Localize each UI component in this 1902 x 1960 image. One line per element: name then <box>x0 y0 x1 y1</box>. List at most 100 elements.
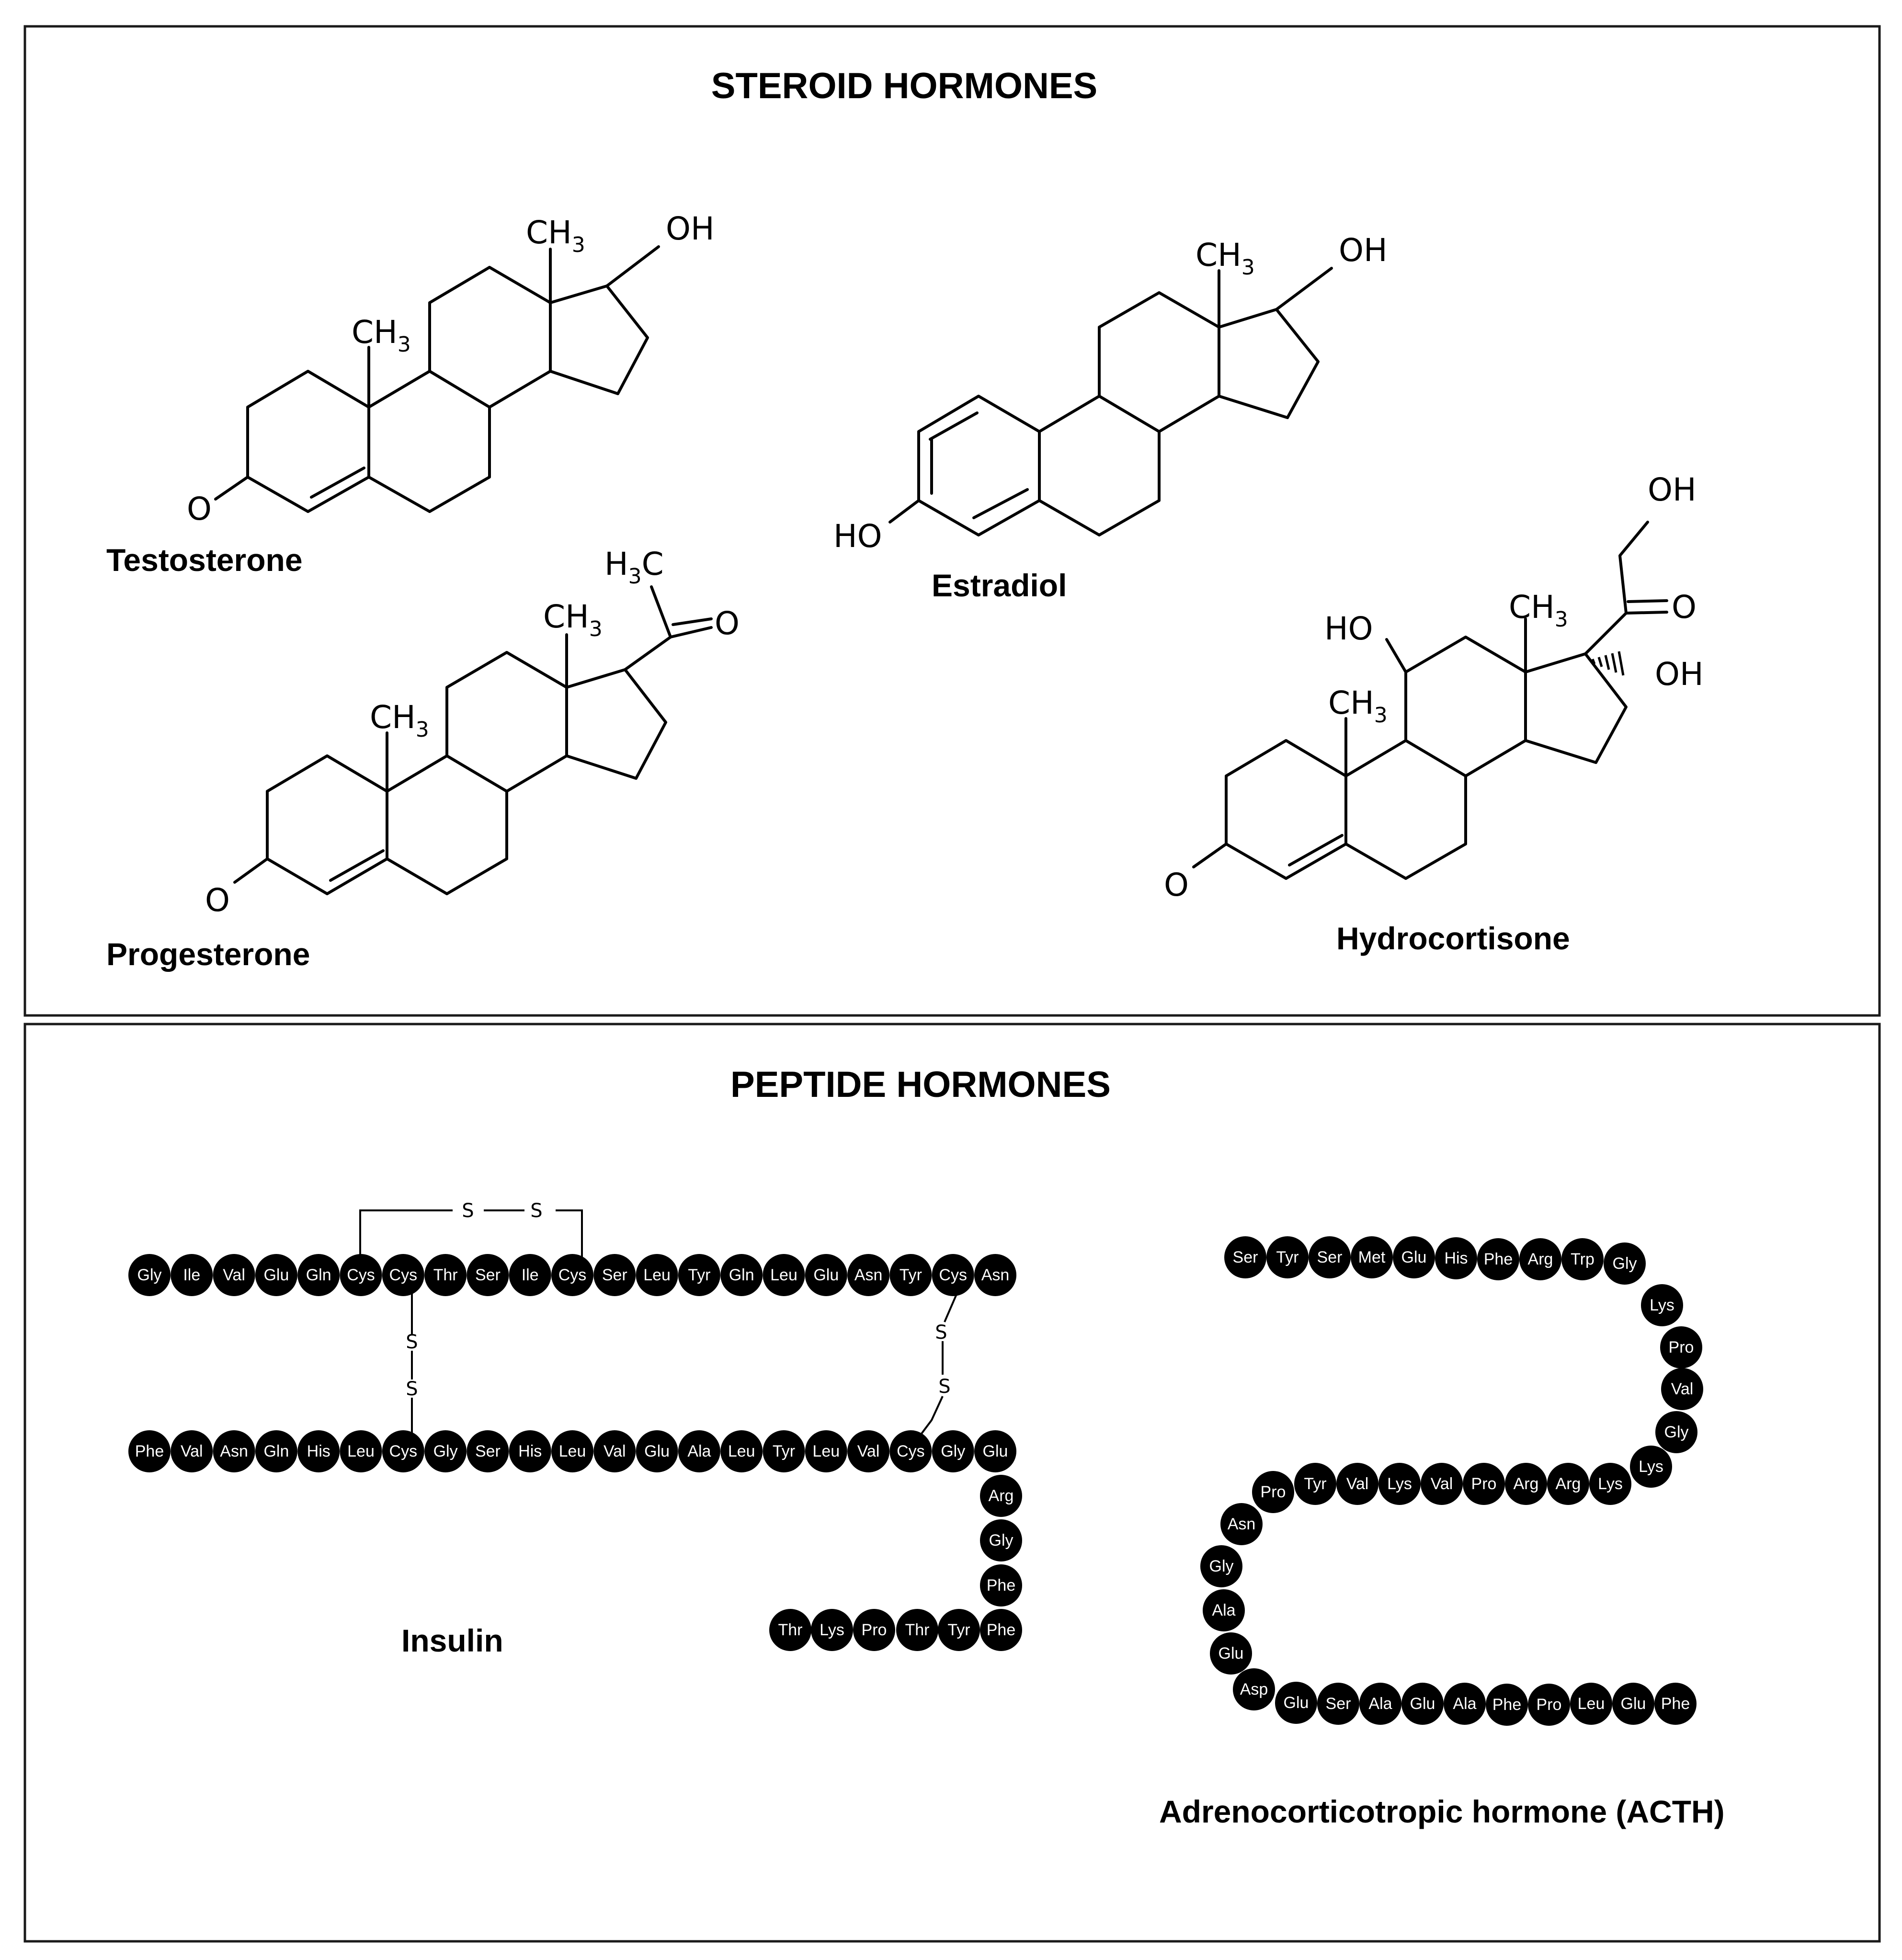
progesterone-ketone-oxygen: O <box>205 882 230 919</box>
amino-acid-residue: Met <box>1351 1236 1393 1278</box>
disulfide-sulfur: S <box>462 1200 474 1222</box>
amino-acid-residue: Val <box>171 1430 213 1472</box>
disulfide-sulfur: S <box>530 1200 542 1222</box>
amino-acid-residue: His <box>1435 1237 1477 1279</box>
residue-label: Val <box>857 1442 880 1460</box>
steroid-panel-frame <box>23 25 1881 1017</box>
residue-label: Thr <box>778 1621 803 1639</box>
amino-acid-residue: Glu <box>1393 1236 1435 1278</box>
residue-label: Gly <box>137 1266 162 1284</box>
hydrocortisone-hydroxyl-11: HO <box>1324 610 1373 647</box>
residue-label: Glu <box>263 1266 289 1284</box>
steroid-panel-title: STEROID HORMONES <box>711 66 1098 106</box>
residue-label: Gln <box>729 1266 754 1284</box>
residue-label: Ala <box>687 1442 711 1460</box>
residue-label: Leu <box>347 1442 375 1460</box>
amino-acid-residue: Trp <box>1561 1238 1604 1280</box>
amino-acid-residue: Phe <box>1477 1238 1519 1280</box>
residue-label: Tyr <box>1276 1248 1298 1266</box>
amino-acid-residue: Leu <box>636 1254 678 1296</box>
residue-label: Pro <box>862 1621 887 1639</box>
residue-label: Phe <box>1492 1696 1522 1714</box>
disulfide-sulfur: S <box>406 1378 418 1400</box>
amino-acid-residue: Lys <box>1589 1463 1631 1505</box>
disulfide-sulfur: S <box>935 1322 947 1344</box>
amino-acid-residue: Phe <box>980 1564 1022 1607</box>
residue-label: Asp <box>1240 1680 1268 1698</box>
hydrocortisone-hydroxyl-top: OH <box>1648 471 1697 508</box>
testosterone-hydroxyl: OH <box>666 210 715 247</box>
hydrocortisone-ch3-lower: CH3 <box>1328 684 1388 728</box>
amino-acid-residue: Gln <box>255 1430 297 1472</box>
residue-label: Val <box>181 1442 203 1460</box>
amino-acid-residue: Ala <box>1359 1683 1401 1725</box>
residue-label: Lys <box>1639 1458 1663 1476</box>
residue-label: Arg <box>1514 1475 1539 1493</box>
amino-acid-residue: Leu <box>1570 1683 1612 1725</box>
amino-acid-residue: Leu <box>805 1430 847 1472</box>
amino-acid-residue: Phe <box>1654 1683 1697 1725</box>
amino-acid-residue: Gly <box>424 1430 467 1472</box>
amino-acid-residue: Arg <box>1505 1463 1547 1505</box>
amino-acid-residue: Glu <box>1210 1632 1252 1675</box>
amino-acid-residue: Ser <box>1309 1236 1351 1278</box>
residue-label: Cys <box>347 1266 375 1284</box>
residue-label: Leu <box>559 1442 586 1460</box>
peptide-panel-title: PEPTIDE HORMONES <box>730 1064 1111 1105</box>
amino-acid-residue: Cys <box>889 1430 932 1472</box>
residue-label: His <box>1444 1249 1468 1267</box>
amino-acid-residue: Lys <box>1641 1284 1683 1326</box>
residue-label: Lys <box>1387 1475 1412 1493</box>
amino-acid-residue: Tyr <box>1294 1463 1336 1505</box>
amino-acid-residue: Glu <box>636 1430 678 1472</box>
amino-acid-residue: Val <box>593 1430 636 1472</box>
amino-acid-residue: Lys <box>1378 1463 1421 1505</box>
acth-label: Adrenocorticotropic hormone (ACTH) <box>1159 1794 1725 1829</box>
residue-label: Pro <box>1471 1475 1497 1493</box>
residue-label: Lys <box>1650 1296 1674 1314</box>
amino-acid-residue: Cys <box>382 1430 424 1472</box>
disulfide-sulfur: S <box>406 1331 418 1353</box>
residue-label: Glu <box>983 1442 1008 1460</box>
residue-label: Asn <box>220 1442 248 1460</box>
amino-acid-residue: Ile <box>509 1254 551 1296</box>
residue-label: Glu <box>1219 1644 1244 1663</box>
hydrocortisone-ketone-oxygen: O <box>1164 866 1189 903</box>
amino-acid-residue: Pro <box>1660 1326 1702 1368</box>
residue-label: Asn <box>981 1266 1010 1284</box>
amino-acid-residue: Asn <box>847 1254 890 1296</box>
residue-label: Ser <box>475 1442 501 1460</box>
residue-label: Ser <box>475 1266 501 1284</box>
estradiol-label: Estradiol <box>932 568 1067 603</box>
estradiol-ch3: CH3 <box>1196 237 1255 280</box>
residue-label: His <box>518 1442 542 1460</box>
steroid-panel: STEROID HORMONES CH3 CH3 OH O Testostero… <box>23 25 1881 1017</box>
residue-label: Gly <box>1664 1423 1689 1441</box>
residue-label: Phe <box>1484 1250 1513 1268</box>
amino-acid-residue: Gly <box>1604 1242 1646 1285</box>
peptide-panel-frame <box>23 1023 1881 1943</box>
amino-acid-residue: Ser <box>467 1430 509 1472</box>
residue-label: Val <box>604 1442 626 1460</box>
residue-label: Glu <box>1621 1695 1646 1713</box>
amino-acid-residue: Glu <box>1612 1683 1654 1725</box>
residue-label: Arg <box>989 1487 1014 1505</box>
amino-acid-residue: Gln <box>297 1254 340 1296</box>
amino-acid-residue: Cys <box>340 1254 382 1296</box>
amino-acid-residue: Val <box>213 1254 255 1296</box>
residue-label: Glu <box>1401 1248 1427 1266</box>
residue-label: Arg <box>1556 1475 1581 1493</box>
residue-label: Gly <box>941 1442 965 1460</box>
amino-acid-residue: Asn <box>974 1254 1016 1296</box>
residue-label: Phe <box>1661 1695 1690 1713</box>
residue-label: Ala <box>1212 1601 1235 1619</box>
amino-acid-residue: Ala <box>678 1430 720 1472</box>
residue-label: Thr <box>905 1621 930 1639</box>
residue-label: Tyr <box>688 1266 710 1284</box>
amino-acid-residue: Val <box>1336 1463 1378 1505</box>
amino-acid-residue: Val <box>1661 1368 1703 1410</box>
progesterone-label: Progesterone <box>106 936 310 972</box>
